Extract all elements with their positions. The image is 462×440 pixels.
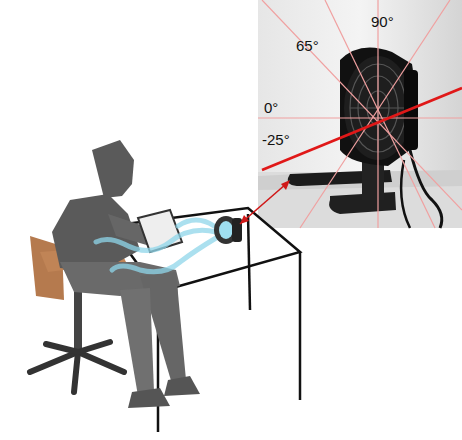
inset-photo: [258, 0, 462, 228]
person: [52, 140, 200, 408]
airflow: [96, 220, 216, 272]
angle-label: 0°: [264, 100, 278, 115]
desk-fan: [214, 216, 242, 244]
angle-label: 90°: [371, 14, 394, 29]
pointer-arrow: [240, 180, 290, 224]
angle-label: 65°: [296, 38, 319, 53]
angle-label: -25°: [262, 132, 290, 147]
